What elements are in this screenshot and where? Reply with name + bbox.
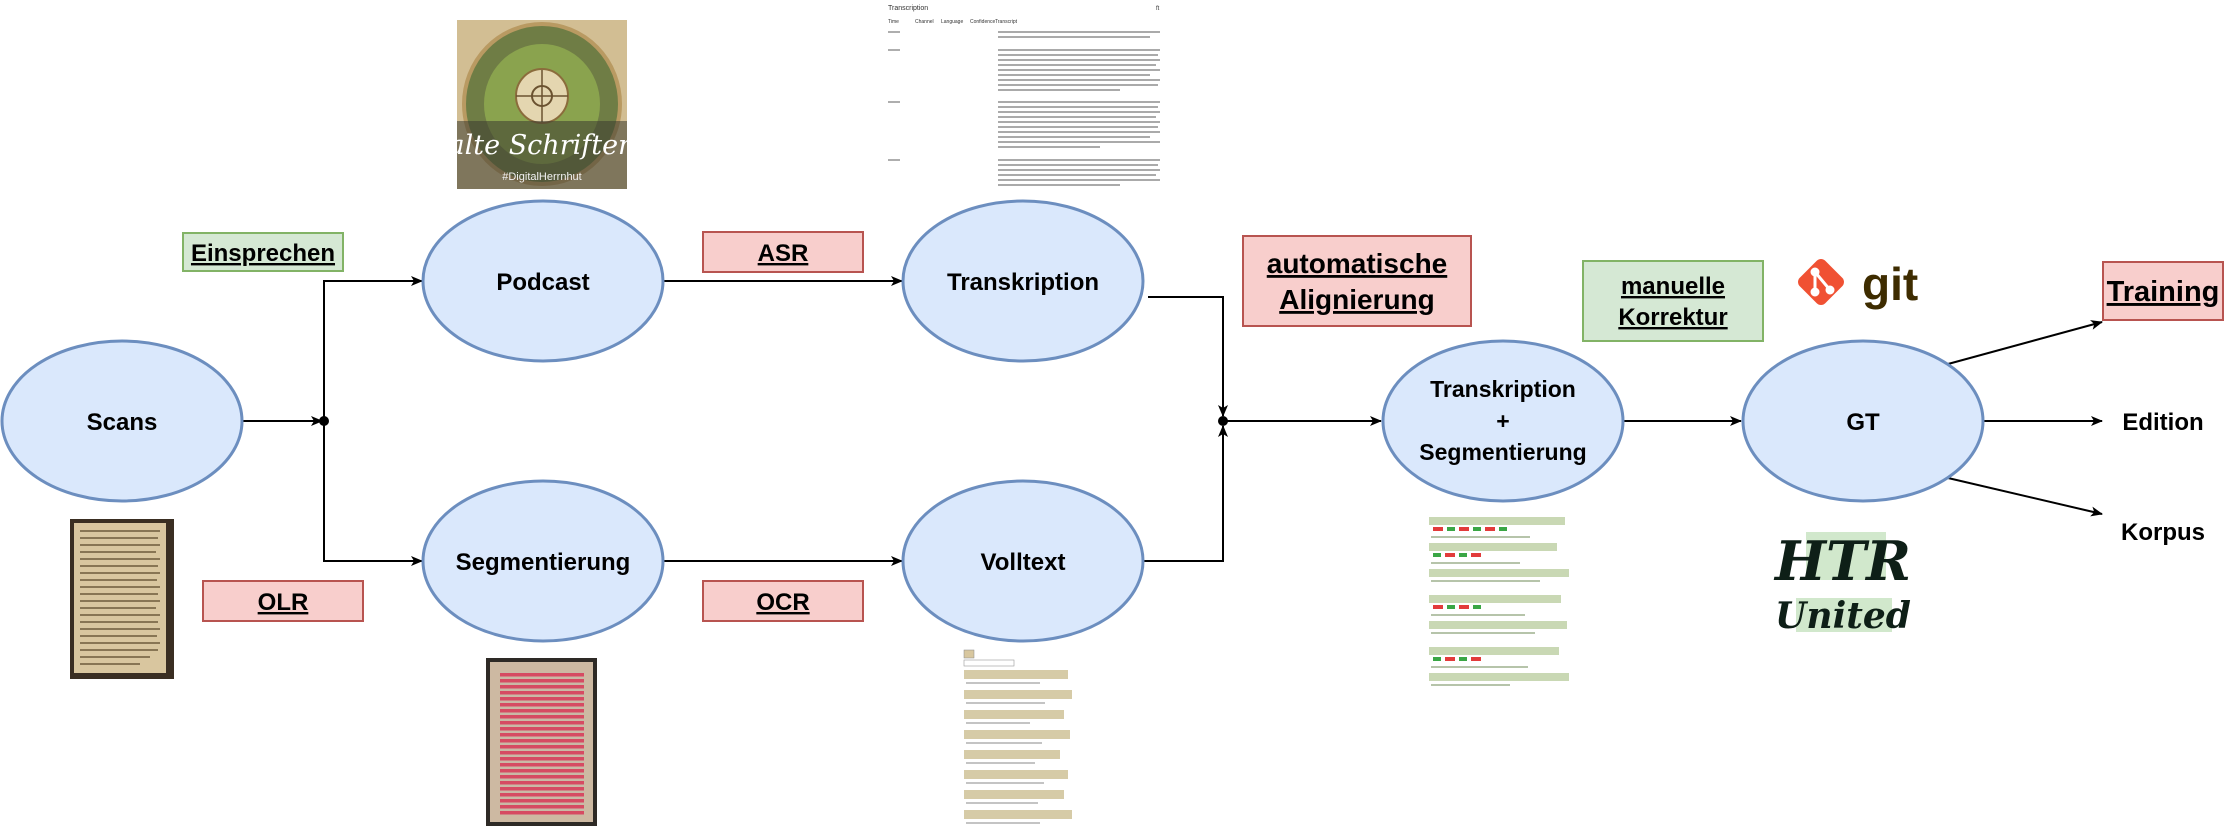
git-logo: git	[1798, 258, 1918, 310]
tag-korrektur-line2: Korrektur	[1618, 304, 1727, 331]
segmented-page-image	[486, 658, 597, 826]
git-icon	[1798, 259, 1844, 305]
connectors	[243, 276, 2103, 566]
node-ts-label-2: +	[1496, 408, 1509, 434]
manuscript-lines	[80, 530, 160, 665]
podcast-cover-title: alte Schriften	[449, 130, 636, 161]
edge-transkription-merge	[1148, 296, 1228, 417]
tag-einsprechen: Einsprechen	[182, 232, 344, 272]
edge-gt-korpus	[1947, 477, 2103, 517]
node-volltext-label: Volltext	[981, 549, 1066, 576]
transcript-header-confidence: Confidence	[970, 19, 996, 25]
ocr-fulltext-image	[963, 649, 1072, 824]
node-scans-label: Scans	[87, 409, 158, 436]
ocr-line-images	[964, 670, 1072, 819]
tag-asr-label: ASR	[758, 240, 809, 267]
tag-olr: OLR	[202, 580, 364, 622]
transcript-doc-title: Transcription	[888, 5, 928, 12]
tag-manuelle-korrektur: manuelle Korrektur	[1582, 260, 1764, 342]
edge-junction-segmentierung	[323, 421, 423, 566]
output-korpus: Korpus	[2121, 519, 2205, 546]
tag-alignierung-line2: Alignierung	[1279, 284, 1435, 315]
edge-junction-podcast	[323, 276, 423, 421]
node-gt: GT	[1741, 339, 1985, 503]
alignment-markers	[1433, 527, 1507, 661]
tag-korrektur-line1: manuelle	[1621, 273, 1725, 300]
tag-ocr: OCR	[702, 580, 864, 622]
tag-ocr-label: OCR	[756, 589, 809, 616]
node-transkription-label: Transkription	[947, 269, 1099, 296]
node-volltext: Volltext	[901, 479, 1145, 643]
transcript-document-image: Transcription ft Time Channel Language C…	[883, 0, 1163, 186]
transcript-text-lines	[888, 31, 1160, 186]
node-scans: Scans	[0, 339, 244, 503]
output-training: Training	[2107, 276, 2220, 308]
node-transkription-segmentierung: Transkription + Segmentierung	[1381, 339, 1625, 503]
node-ts-label-1: Transkription	[1430, 376, 1576, 402]
edge-gt-training	[1947, 320, 2103, 365]
tag-einsprechen-label: Einsprechen	[191, 240, 335, 267]
segmentation-regions	[500, 672, 584, 815]
htr-logo-line1: HTR	[1773, 529, 1911, 593]
ocr-line-text	[966, 682, 1045, 824]
output-training-box: Training	[2102, 261, 2224, 321]
transcript-header-transcript: Transcript	[995, 19, 1018, 25]
node-podcast: Podcast	[421, 199, 665, 363]
transcript-doc-marker: ft	[1156, 6, 1160, 12]
node-transkription: Transkription	[901, 199, 1145, 363]
tag-olr-label: OLR	[258, 589, 309, 616]
tag-asr: ASR	[702, 231, 864, 273]
git-logo-text: git	[1862, 258, 1918, 310]
alignment-text-lines	[1431, 536, 1540, 686]
output-edition: Edition	[2122, 409, 2203, 436]
htr-united-logo: HTR United	[1773, 529, 1911, 637]
alignment-line-images	[1429, 517, 1569, 681]
transcript-header-channel: Channel	[915, 19, 934, 25]
podcast-cover-image: alte Schriften #DigitalHerrnhut	[449, 20, 636, 189]
node-gt-label: GT	[1846, 409, 1880, 436]
manuscript-scan-image	[70, 519, 174, 679]
podcast-cover-hashtag: #DigitalHerrnhut	[502, 171, 581, 183]
node-segmentierung-label: Segmentierung	[456, 549, 631, 576]
node-ts-label-3: Segmentierung	[1419, 439, 1586, 465]
tag-automatische-alignierung: automatische Alignierung	[1242, 235, 1472, 327]
transcript-header-time: Time	[888, 19, 899, 25]
edge-volltext-merge	[1144, 425, 1228, 562]
node-segmentierung: Segmentierung	[421, 479, 665, 643]
alignment-segments-image	[1429, 517, 1569, 686]
node-podcast-label: Podcast	[496, 269, 589, 296]
htr-logo-line2: United	[1775, 595, 1911, 637]
transcript-header-language: Language	[941, 19, 963, 25]
tag-alignierung-line1: automatische	[1267, 248, 1448, 279]
